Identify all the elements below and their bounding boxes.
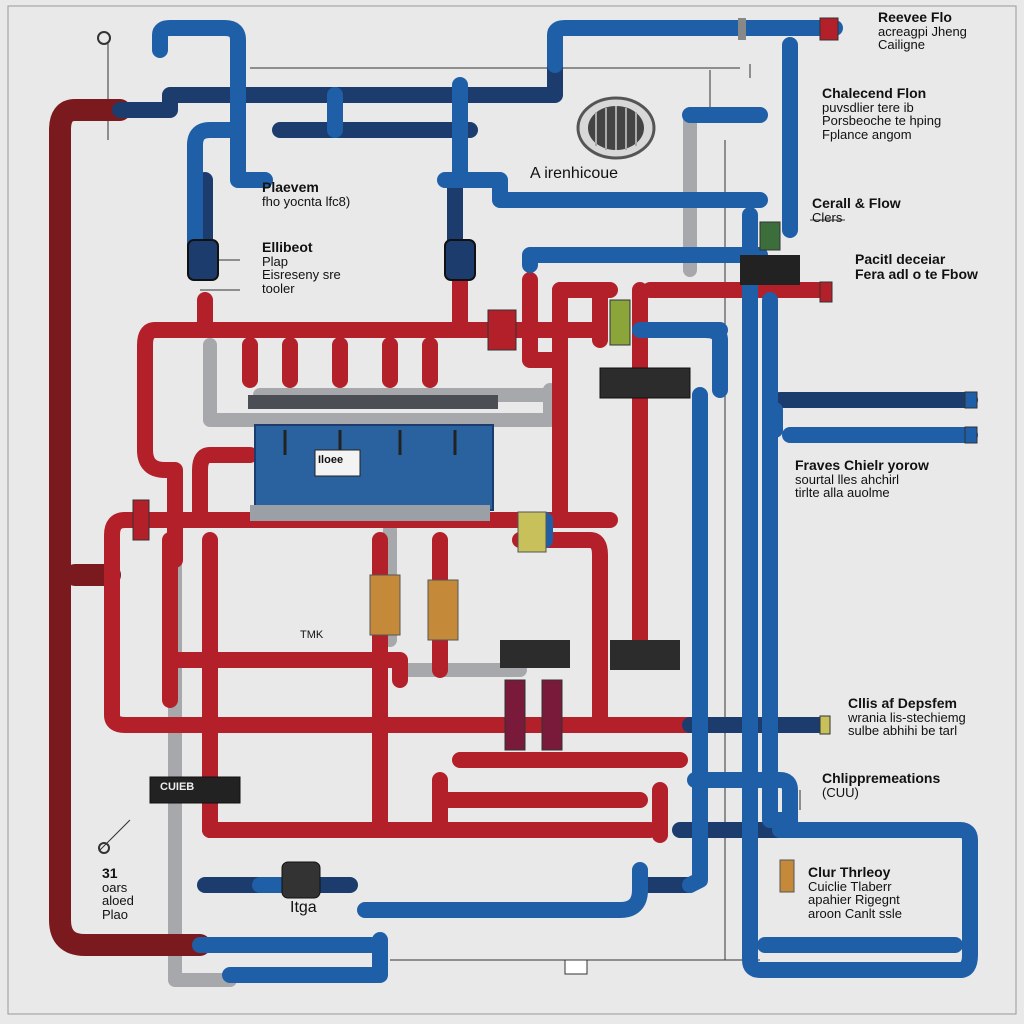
label-top-right-line2: Cailigne bbox=[878, 37, 925, 53]
label-left-2: Ellibeot Plap Eisreseny sre tooler bbox=[262, 240, 341, 296]
heat-exchanger-tank bbox=[248, 395, 498, 521]
label-top-right-title: Reevee Flo bbox=[878, 9, 952, 25]
label-right-1-title: Chalecend Flon bbox=[822, 85, 927, 101]
label-right-2-title: Cerall & Flow bbox=[812, 195, 901, 211]
label-right-5-line1: wrania lis-stechiemg bbox=[848, 709, 966, 725]
label-top-right: Reevee Flo acreagpi Jheng Cailigne bbox=[878, 10, 967, 52]
label-right-3-title: Pacitl deceiar bbox=[855, 251, 946, 267]
label-right-4-line1: sourtal lles ahchirl bbox=[795, 471, 900, 487]
frame-border bbox=[7, 5, 1017, 1015]
label-right-6-line1: (CUU) bbox=[822, 784, 859, 800]
label-left-2-title: Ellibeot bbox=[262, 239, 313, 255]
blue-pipes bbox=[152, 20, 978, 983]
gauge-box-label: CUIEB bbox=[160, 781, 195, 793]
label-right-7: Clur Thrleoy Cuiclie Tlaberr apahier Rig… bbox=[808, 865, 902, 921]
label-right-7-line2: apahier Rigegnt bbox=[808, 892, 900, 908]
label-right-1-line1: puvsdlier tere ib bbox=[822, 99, 914, 115]
label-top-right-line1: acreagpi Jheng bbox=[878, 23, 967, 39]
label-center-top: A irenhicoue bbox=[530, 165, 619, 182]
label-right-5-title: Cllis af Depsfem bbox=[848, 695, 957, 711]
label-right-2-line1: Clers bbox=[812, 209, 843, 225]
label-right-3: Pacitl deceiar Fera adl o te Fbow bbox=[855, 252, 978, 281]
label-left-1: Plaevem fho yocnta lfc8) bbox=[262, 180, 350, 208]
valve-icons bbox=[97, 17, 978, 975]
label-bottom-left: 31 oars aloed Plao bbox=[102, 866, 134, 922]
label-right-4: Fraves Chielr yorow sourtal lles ahchirl… bbox=[795, 458, 929, 500]
tank-tag: Iloee bbox=[318, 454, 344, 466]
label-right-6: Chlippremeations (CUU) bbox=[822, 771, 940, 799]
label-right-4-title: Fraves Chielr yorow bbox=[795, 457, 929, 473]
label-left-2-line3: tooler bbox=[262, 280, 295, 296]
label-bottom-left-line4: Plao bbox=[102, 906, 129, 922]
label-right-1-line2: Porsbeoche te hping bbox=[822, 113, 942, 129]
label-right-7-title: Clur Thrleoy bbox=[808, 864, 891, 880]
label-left-2-line2: Eisreseny sre bbox=[262, 267, 341, 283]
label-bottom-left-line3: aloed bbox=[102, 893, 134, 909]
vent-fan-icon bbox=[576, 96, 656, 160]
label-right-5-line2: sulbe abhihi be tarl bbox=[848, 723, 958, 739]
label-right-7-line1: Cuiclie Tlaberr bbox=[808, 878, 892, 894]
label-bottom-left-line1: 31 bbox=[102, 865, 118, 881]
label-right-1-line3: Fplance angom bbox=[822, 126, 912, 142]
pump-icons bbox=[187, 239, 476, 281]
label-right-4-line2: tirlte alla auolme bbox=[795, 485, 890, 501]
label-right-7-line3: aroon Canlt ssle bbox=[808, 905, 902, 921]
label-right-6-title: Chlippremeations bbox=[822, 770, 941, 786]
label-right-3-line1: Fera adl o te Fbow bbox=[855, 265, 978, 282]
label-bottom-mid: Itga bbox=[290, 899, 317, 916]
label-left-2-line1: Plap bbox=[262, 253, 289, 269]
label-right-2: Cerall & Flow Clers bbox=[812, 196, 901, 224]
label-right-1: Chalecend Flon puvsdlier tere ib Porsbeo… bbox=[822, 86, 941, 142]
label-left-1-title: Plaevem bbox=[262, 179, 319, 195]
label-bottom-left-line2: oars bbox=[102, 879, 128, 895]
valve-tag: TMK bbox=[300, 629, 324, 641]
label-left-1-line1: fho yocnta lfc8) bbox=[262, 193, 351, 209]
label-right-5: Cllis af Depsfem wrania lis-stechiemg su… bbox=[848, 696, 966, 738]
